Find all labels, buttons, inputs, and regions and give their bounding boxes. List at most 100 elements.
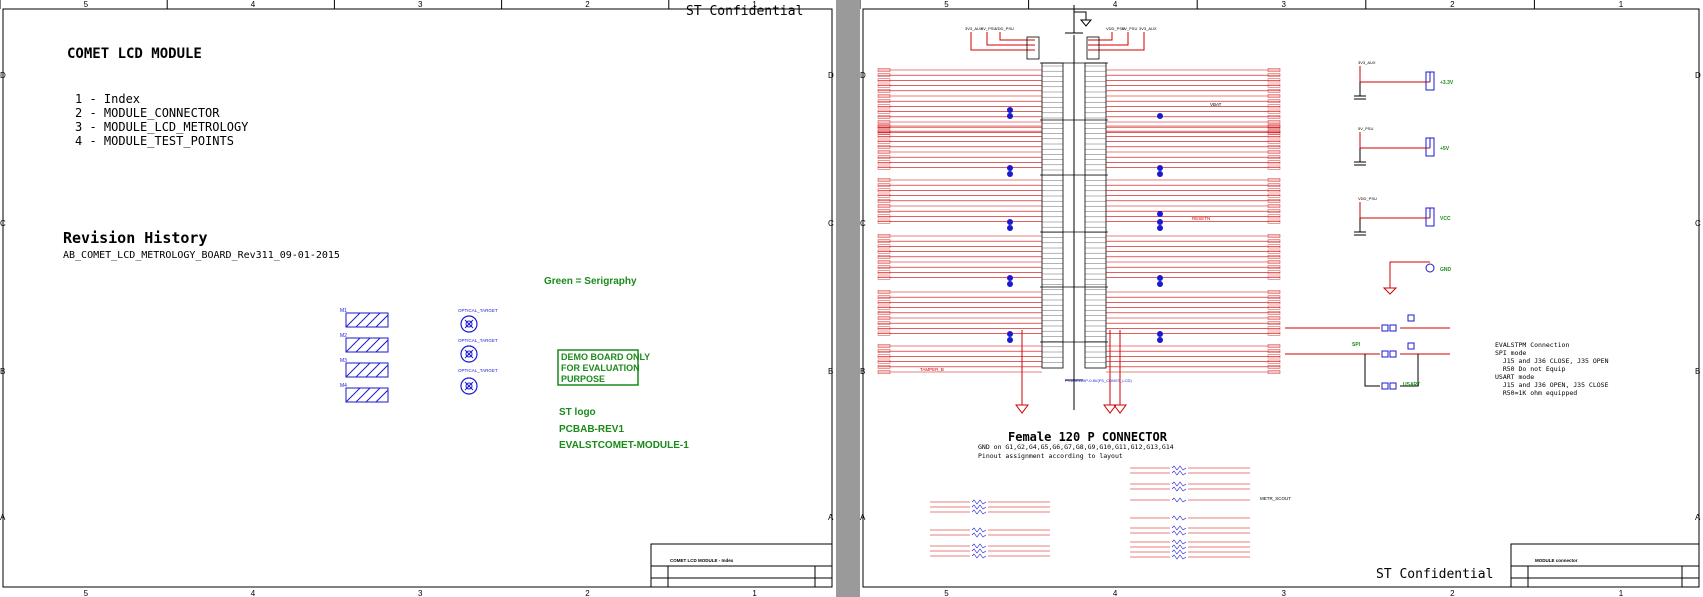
- mechanical-parts: M1 M2 M3 M4: [340, 308, 389, 403]
- svg-text:VDD_PSU: VDD_PSU: [1358, 196, 1377, 201]
- net-label-box: [877, 260, 891, 264]
- ruler-label: D: [1695, 71, 1701, 80]
- net-label-box: [877, 178, 891, 182]
- net-label-box: [877, 155, 891, 160]
- resistor-symbol: [1171, 525, 1187, 531]
- revision-history-text: AB_COMET_LCD_METROLOGY_BOARD_Rev311_09-0…: [63, 250, 340, 261]
- tp-vcc-label: VCC: [1440, 216, 1451, 222]
- svg-text:OPTICAL_TARGET: OPTICAL_TARGET: [458, 338, 498, 343]
- net-label-box: [877, 321, 891, 326]
- net-label-box: [1267, 134, 1281, 139]
- net-label-box: [1267, 300, 1281, 305]
- ruler-label: D: [0, 71, 6, 80]
- resistor-symbol: [971, 504, 987, 510]
- net-label-box: [877, 290, 891, 294]
- ruler-label: 2: [585, 0, 590, 9]
- connector-body: FX18A-120P-0.8V(FS_CONST_LCD): [1015, 32, 1132, 414]
- ruler-label: 3: [418, 0, 423, 9]
- ruler-label: 3: [1282, 0, 1287, 9]
- ruler-label: 5: [944, 0, 949, 9]
- ruler-label: 2: [585, 589, 590, 597]
- evalstpm-jumpers: SPI USART: [1285, 314, 1450, 390]
- index-item-2: 2 - MODULE_CONNECTOR: [75, 106, 220, 120]
- net-label-box: [1267, 239, 1281, 244]
- spi-label: SPI: [1352, 342, 1361, 348]
- net-label-box: [1267, 260, 1281, 264]
- net-label-box: [1267, 165, 1281, 170]
- ruler-label: 5: [944, 589, 949, 597]
- demo-box-line-3: PURPOSE: [561, 374, 605, 384]
- confidential-label: ST Confidential: [1376, 567, 1493, 582]
- net-label-box: [1267, 295, 1281, 300]
- net-label-box: [1267, 160, 1281, 165]
- resistor-symbol: [971, 532, 987, 538]
- ruler-label: 1: [752, 589, 757, 597]
- connector-note-gnd: GND on G1,G2,G4,G5,G6,G7,G8,G9,G10,G11,G…: [978, 443, 1174, 451]
- ruler-label: C: [860, 219, 866, 228]
- ruler-label: 5: [84, 589, 89, 597]
- net-label-box: [1267, 244, 1281, 249]
- tp-5v-label: +5V: [1440, 146, 1450, 152]
- net-label-box: [877, 114, 891, 119]
- index-item-4: 4 - MODULE_TEST_POINTS: [75, 134, 234, 148]
- net-label-box: [1267, 344, 1281, 348]
- resistor-symbol: [1171, 486, 1187, 492]
- net-label-box: [1267, 178, 1281, 182]
- svg-text:3V3_AUX: 3V3_AUX: [1358, 60, 1376, 65]
- net-label-box: [1267, 326, 1281, 331]
- net-label-box: [877, 129, 891, 134]
- net-label-box: [1267, 155, 1281, 160]
- module-name-label: EVALSTCOMET-MODULE-1: [559, 440, 689, 451]
- net-label-box: [877, 365, 891, 369]
- ruler-label: B: [860, 367, 865, 376]
- svg-text:M2: M2: [340, 333, 347, 339]
- svg-text:EVALSTPM Connection: EVALSTPM Connection: [1495, 341, 1569, 349]
- net-label-box: [877, 234, 891, 238]
- net-label-box: [877, 134, 891, 139]
- resistor-symbol: [1171, 530, 1187, 536]
- net-label-box: [877, 214, 891, 219]
- ruler-label: 2: [1450, 589, 1455, 597]
- net-label-box: [877, 209, 891, 214]
- svg-text:VDD_PSU: VDD_PSU: [1106, 26, 1125, 31]
- vbat-label: VBAT: [1210, 102, 1222, 107]
- svg-text:OPTICAL_TARGET: OPTICAL_TARGET: [458, 368, 498, 373]
- svg-text:SPI mode: SPI mode: [1495, 349, 1526, 357]
- net-label-box: [1267, 129, 1281, 134]
- net-label-box: [1267, 354, 1281, 359]
- net-label-box: [877, 254, 891, 259]
- net-label-box: [877, 354, 891, 359]
- ruler-label: B: [0, 367, 5, 376]
- net-label-box: [1267, 99, 1281, 103]
- resistor-symbol: [1171, 465, 1187, 471]
- net-label-box: [877, 270, 891, 275]
- connector-pin-rows: [1040, 62, 1108, 363]
- net-label-box: [1267, 114, 1281, 119]
- net-label-box: [1267, 265, 1281, 270]
- net-label-box: [877, 193, 891, 198]
- resistor-symbol: [1171, 544, 1187, 550]
- net-label-box: [1267, 214, 1281, 219]
- resistor-symbol: [971, 548, 987, 554]
- net-label-box: [877, 316, 891, 320]
- net-label-box: [877, 370, 891, 374]
- net-label-box: [1267, 234, 1281, 238]
- net-label-box: [1267, 78, 1281, 83]
- svg-text:5V_PSU: 5V_PSU: [981, 26, 996, 31]
- net-label-box: [1267, 68, 1281, 72]
- connector-test-points: [1007, 107, 1163, 343]
- net-label-box: [1267, 359, 1281, 364]
- demo-board-box: [557, 349, 639, 386]
- ruler-label: C: [1695, 219, 1701, 228]
- resistor-symbol: [1171, 497, 1187, 503]
- net-label-box: [877, 244, 891, 249]
- ruler-label: A: [1695, 513, 1701, 522]
- resistor-symbol: [1171, 515, 1187, 521]
- net-label-box: [877, 300, 891, 305]
- net-label-box: [877, 204, 891, 208]
- svg-text:M4: M4: [340, 383, 347, 389]
- net-label-box: [1267, 219, 1281, 224]
- net-label-box: [877, 183, 891, 188]
